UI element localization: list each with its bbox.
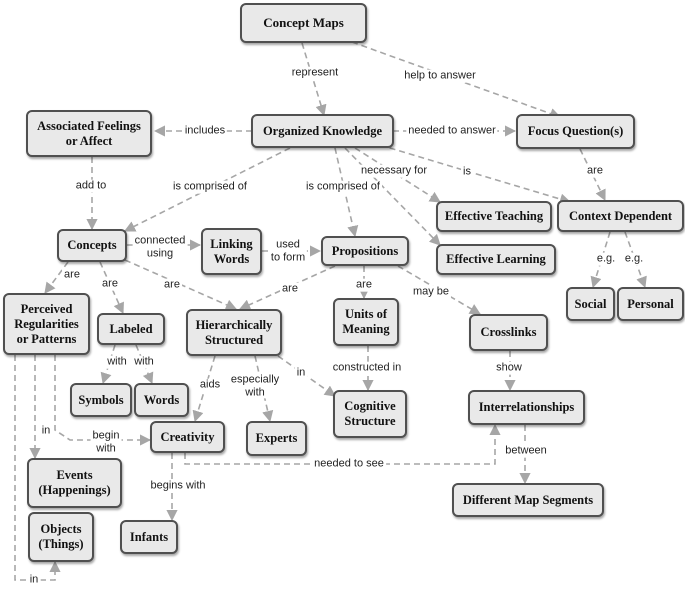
node-experts[interactable]: Experts: [246, 421, 307, 456]
node-infants[interactable]: Infants: [120, 520, 178, 554]
link-label-are-hier-props: are: [280, 282, 300, 296]
node-propositions[interactable]: Propositions: [321, 236, 409, 266]
node-context-dependent[interactable]: Context Dependent: [557, 200, 684, 232]
link-label-are-hier-concepts: are: [162, 278, 182, 292]
node-hierarchically-structured[interactable]: Hierarchically Structured: [186, 309, 282, 356]
node-social[interactable]: Social: [566, 287, 615, 321]
link-label-are-context: are: [585, 164, 605, 178]
edge-labeled-to-symbols: [100, 344, 116, 385]
node-personal[interactable]: Personal: [617, 287, 684, 321]
link-label-constructed-in: constructed in: [330, 361, 404, 375]
node-crosslinks[interactable]: Crosslinks: [469, 314, 548, 351]
edge-organized-knowledge-to-effective-learning: [344, 147, 441, 246]
link-label-is-comprised-of-left: is comprised of: [171, 180, 249, 194]
link-label-necessary-for: necessary for: [358, 164, 430, 178]
node-objects[interactable]: Objects (Things): [28, 512, 94, 562]
link-label-in-events: in: [39, 424, 53, 438]
node-effective-learning[interactable]: Effective Learning: [436, 244, 556, 275]
edge-concepts-to-perceived-regularities: [44, 261, 69, 294]
link-label-between: between: [503, 444, 549, 458]
link-label-especially-with: especially with: [228, 373, 282, 399]
link-label-with-symbols: with: [105, 355, 129, 369]
edge-concept-maps-to-organized-knowledge: [301, 42, 327, 117]
node-different-map-segments[interactable]: Different Map Segments: [452, 483, 604, 517]
node-symbols[interactable]: Symbols: [70, 383, 132, 417]
link-label-connected-using: connected using: [132, 234, 188, 260]
link-label-eg-personal: e.g.: [622, 252, 646, 266]
node-words[interactable]: Words: [134, 383, 189, 417]
node-concept-maps[interactable]: Concept Maps: [240, 3, 367, 43]
link-label-begins-with: begins with: [148, 479, 208, 493]
node-events[interactable]: Events (Happenings): [27, 458, 122, 508]
node-effective-teaching[interactable]: Effective Teaching: [436, 201, 552, 232]
node-organized-knowledge[interactable]: Organized Knowledge: [251, 114, 394, 148]
node-associated-feelings[interactable]: Associated Feelings or Affect: [26, 110, 152, 157]
edge-organized-knowledge-to-context-dependent: [379, 144, 572, 205]
node-perceived-regularities[interactable]: Perceived Regularities or Patterns: [3, 293, 90, 355]
link-label-aids: aids: [197, 378, 223, 392]
link-label-includes: includes: [182, 124, 228, 138]
node-linking-words[interactable]: Linking Words: [201, 228, 262, 275]
link-label-are-units: are: [354, 278, 374, 292]
node-units-of-meaning[interactable]: Units of Meaning: [333, 298, 399, 346]
link-label-eg-social: e.g.: [594, 252, 618, 266]
link-label-help-to-answer: help to answer: [402, 69, 478, 83]
node-focus-questions[interactable]: Focus Question(s): [516, 114, 635, 149]
link-label-are-labeled: are: [100, 277, 120, 291]
link-label-are-perceived: are: [62, 268, 82, 282]
link-label-represent: represent: [289, 66, 341, 80]
link-label-in-objects: in: [27, 573, 41, 587]
link-label-needed-to-see: needed to see: [312, 457, 386, 471]
link-label-show: show: [494, 361, 524, 375]
link-label-is: is: [461, 165, 473, 179]
link-label-with-words: with: [132, 355, 156, 369]
link-label-needed-to-answer: needed to answer: [406, 124, 498, 138]
link-label-in-cognitive: in: [294, 366, 308, 380]
node-labeled[interactable]: Labeled: [97, 313, 165, 345]
node-cognitive-structure[interactable]: Cognitive Structure: [333, 390, 407, 438]
node-interrelationships[interactable]: Interrelationships: [468, 390, 585, 425]
node-concepts[interactable]: Concepts: [57, 229, 127, 262]
link-label-begin-with: begin with: [90, 429, 122, 455]
link-label-is-comprised-of-mid: is comprised of: [304, 180, 382, 194]
link-label-add-to: add to: [73, 179, 109, 193]
edge-propositions-to-crosslinks: [397, 265, 481, 315]
node-creativity[interactable]: Creativity: [150, 421, 225, 453]
link-label-may-be: may be: [410, 285, 452, 299]
link-label-used-to-form: used to form: [268, 238, 308, 264]
